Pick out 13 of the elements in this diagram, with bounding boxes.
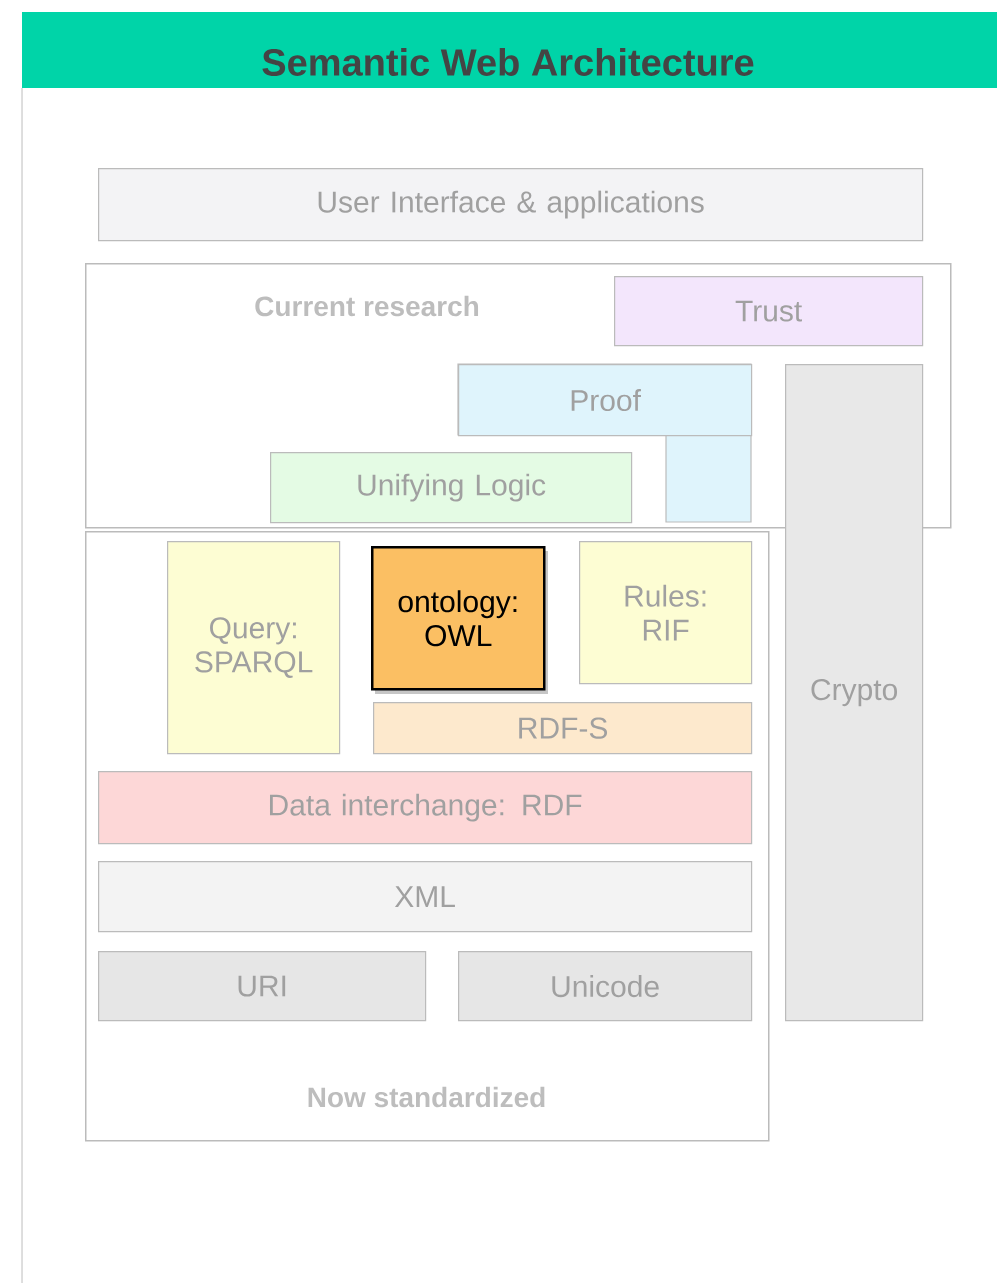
layer-box: ontology: OWL (371, 546, 548, 694)
layer-box: Rules: RIF (579, 541, 753, 685)
title-band: Semantic Web Architecture (22, 12, 997, 88)
layer-box: Data interchange: RDF (98, 771, 753, 845)
layer-box: Crypto (785, 364, 924, 1022)
layer-box: Trust (614, 276, 924, 347)
layer-box: XML (98, 861, 753, 933)
layer-box: Query: SPARQL (167, 541, 341, 755)
layer-box: RDF-S (373, 702, 753, 755)
layer-box: Unicode (458, 951, 753, 1022)
layer-box: Unifying Logic (270, 452, 633, 524)
layer-box: URI (98, 951, 427, 1022)
layer-box: User Interface & applications (98, 168, 924, 242)
